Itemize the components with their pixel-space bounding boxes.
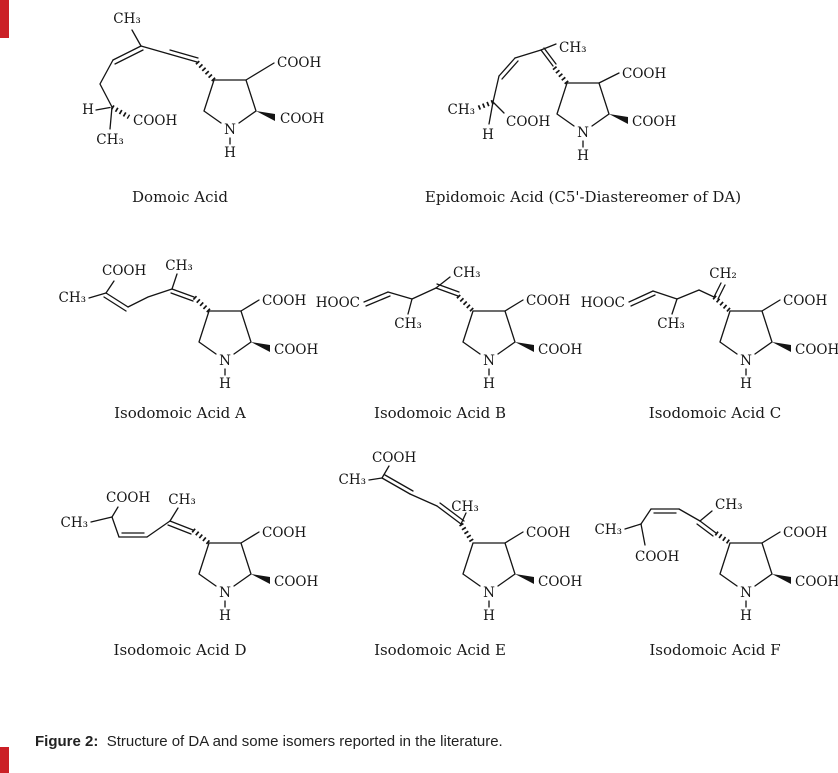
figure-caption-text: Structure of DA and some isomers reporte… [106,733,503,750]
red-edge-mark-top [0,0,9,38]
atom-label-ch3-mid: CH₃ [394,316,422,332]
molecule-epidomoic-acid: CH₃ CH₃ COOH H COOH COOH N H [447,40,676,164]
atom-label-hooc: HOOC [316,295,360,311]
atom-label-nh: H [483,376,495,392]
molecule-isodomoic-acid-c: HOOC CH₃ CH₂ COOH COOH N H [581,266,838,392]
atom-label-cooh-top: COOH [526,293,570,309]
side-chain [95,29,216,130]
atom-label-ch3-top: CH₃ [113,11,141,27]
atom-label-n: N [224,122,236,138]
atom-label-nh: H [224,145,236,161]
side-chain [363,276,475,315]
ring-substituents [504,531,534,584]
ring-substituents [240,299,270,352]
atom-label-cooh-top: COOH [622,66,666,82]
atom-label-nh: H [577,148,589,164]
side-chain [624,508,732,546]
atom-label-ch3-left: CH₃ [60,515,88,531]
molecule-name-epidomoic-acid: Epidomoic Acid (C5'-Diastereomer of DA) [424,188,742,206]
atom-label-cooh-top: COOH [526,525,570,541]
atom-label-n: N [219,585,231,601]
atom-label-nh: H [740,608,752,624]
atom-label-cooh-top: COOH [262,525,306,541]
atom-label-cooh-right: COOH [274,574,318,590]
atom-label-ch3-left: CH₃ [338,472,366,488]
atom-label-cooh-chain: COOH [506,114,550,130]
atom-label-nh: H [483,608,495,624]
ring-substituents [240,531,270,584]
atom-label-n: N [483,585,495,601]
atom-label-hooc: HOOC [581,295,625,311]
figure-caption: Figure 2: Structure of DA and some isome… [35,733,795,750]
atom-label-ch3-left: CH₃ [58,290,86,306]
atom-label-cooh-right: COOH [538,342,582,358]
atom-label-h-c5: H [482,127,494,143]
atom-label-h-left: H [82,102,94,118]
molecule-name-isodomoic-f: Isodomoic Acid F [649,641,781,659]
molecule-name-isodomoic-c: Isodomoic Acid C [648,404,782,422]
molecule-name-domoic-acid: Domoic Acid [132,188,228,206]
atom-label-n: N [577,125,589,141]
atom-label-cooh-top: COOH [783,525,827,541]
atom-label-cooh-right: COOH [538,574,582,590]
atom-label-cooh-right: COOH [632,114,676,130]
ring-substituents [761,531,791,584]
molecule-name-isodomoic-a: Isodomoic Acid A [114,404,246,422]
side-chain [628,282,732,315]
figure-caption-label: Figure 2: [35,733,99,750]
atom-label-ch3-chain: CH₃ [168,492,196,508]
atom-label-n: N [740,585,752,601]
atom-label-ch2-top: CH₂ [709,266,737,282]
atom-label-cooh-right: COOH [795,574,838,590]
atom-label-n: N [219,353,231,369]
atom-label-ch3-left: CH₃ [447,102,475,118]
atom-label-cooh-top: COOH [262,293,306,309]
molecule-domoic-acid: CH₃ COOH COOH H COOH CH₃ N H [82,11,324,161]
atom-label-nh: H [219,376,231,392]
red-edge-mark-bottom [0,747,9,773]
atom-label-ch3-chain: CH₃ [451,499,479,515]
molecule-isodomoic-acid-d: CH₃ COOH CH₃ COOH COOH N H [60,490,318,624]
atom-label-ch3-chain: CH₃ [165,258,193,274]
atom-label-nh: H [219,608,231,624]
ring-substituents [504,299,534,352]
side-chain [90,506,211,545]
atom-label-cooh-chain: COOH [106,490,150,506]
ring-substituents [245,62,275,121]
atom-label-cooh-right: COOH [795,342,838,358]
side-chain [477,43,569,125]
atom-label-cooh-chain: COOH [102,263,146,279]
side-chain [88,273,211,313]
atom-label-ch3-top: CH₃ [559,40,587,56]
molecule-isodomoic-acid-e: COOH CH₃ CH₃ COOH COOH N H [338,450,582,624]
atom-label-nh: H [740,376,752,392]
molecule-name-isodomoic-b: Isodomoic Acid B [374,404,506,422]
atom-label-ch3-chain: CH₃ [453,265,481,281]
molecule-name-isodomoic-e: Isodomoic Acid E [374,641,506,659]
atom-label-ch3-bottom: CH₃ [96,132,124,148]
atom-label-cooh-chain: COOH [133,113,177,129]
molecule-isodomoic-acid-b: HOOC CH₃ CH₃ COOH COOH N H [316,265,583,392]
atom-label-cooh-right: COOH [280,111,324,127]
atom-label-ch3-mid: CH₃ [657,316,685,332]
side-chain [368,465,475,545]
atom-label-n: N [483,353,495,369]
molecule-isodomoic-acid-a: COOH CH₃ CH₃ COOH COOH N H [58,258,318,392]
atom-label-cooh-chain: COOH [372,450,416,466]
atom-label-cooh-top: COOH [783,293,827,309]
atom-label-cooh-top: COOH [277,55,321,71]
atom-label-cooh-right: COOH [274,342,318,358]
molecule-isodomoic-acid-f: CH₃ COOH CH₃ COOH COOH N H [594,497,838,624]
atom-label-cooh-chain: COOH [635,549,679,565]
ring-substituents [761,299,791,352]
ring-substituents [598,72,628,124]
molecule-name-isodomoic-d: Isodomoic Acid D [113,641,247,659]
atom-label-ch3-chain: CH₃ [715,497,743,513]
atom-label-n: N [740,353,752,369]
atom-label-ch3-left: CH₃ [594,522,622,538]
